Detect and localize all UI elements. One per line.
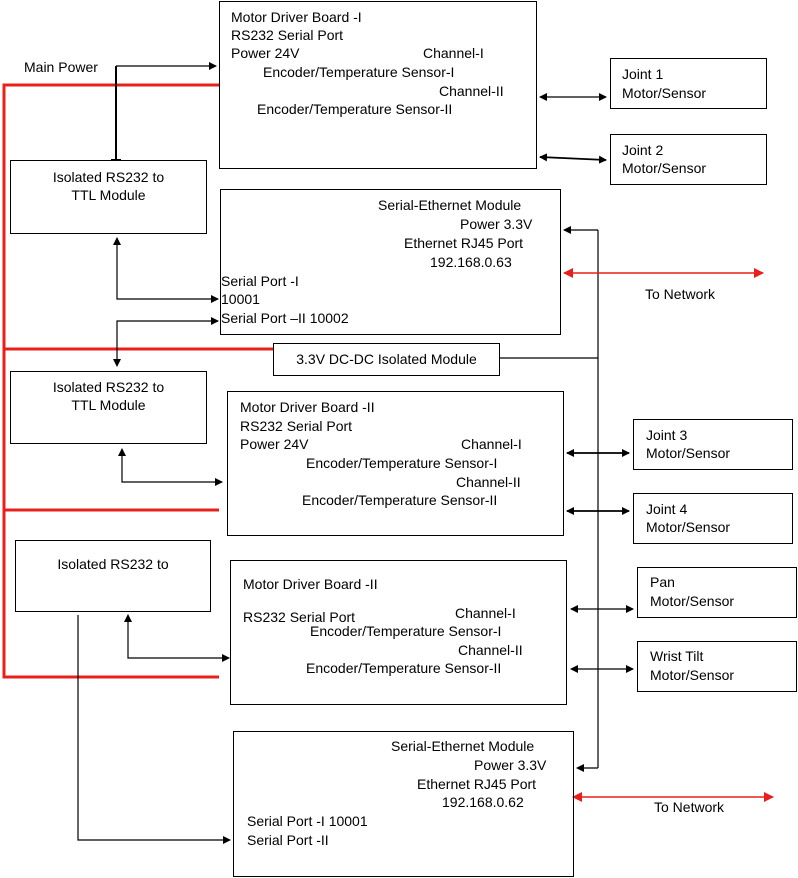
se1-to-iso2-link xyxy=(113,317,219,367)
se2-title: Serial-Ethernet Module xyxy=(391,738,535,754)
mdb1-encoder-2: Encoder/Temperature Sensor-II xyxy=(257,101,453,117)
mdb2-channel-1: Channel-I xyxy=(461,436,522,452)
wrist-tilt-joint-name: Wrist Tilt xyxy=(650,648,704,664)
se1-serial-2: Serial Port –II 10002 xyxy=(221,310,349,326)
iso1-line-2: TTL Module xyxy=(71,187,146,203)
joint-2-name: Joint 2 xyxy=(622,142,664,158)
iso2-to-mdb2-link xyxy=(118,448,223,486)
joint2-link xyxy=(539,153,607,164)
dcdc-isolated-module xyxy=(273,343,500,376)
mdb3-encoder-2: Encoder/Temperature Sensor-II xyxy=(306,660,502,676)
se1-serial-1: Serial Port -I xyxy=(221,273,299,289)
mdb1-encoder-1: Encoder/Temperature Sensor-I xyxy=(263,64,455,80)
se1-serial-1-port: 10001 xyxy=(221,291,260,307)
pan-joint-box xyxy=(637,567,797,618)
iso3-to-mdb3-link xyxy=(124,614,230,662)
se2-power: Power 3.3V xyxy=(474,757,547,773)
serial-ethernet-module-2 xyxy=(233,731,574,877)
mdb1-channel-2: Channel-II xyxy=(439,83,504,99)
mdb1-power: Power 24V xyxy=(231,45,300,61)
isolated-rs232-module-3 xyxy=(15,540,211,612)
joint-4-box xyxy=(633,493,793,544)
joint-2-box xyxy=(610,134,767,185)
mdb2-title: Motor Driver Board -II xyxy=(240,399,375,415)
mdb3-title: Motor Driver Board -II xyxy=(243,576,378,592)
mdb3-serial: RS232 Serial Port xyxy=(243,609,356,625)
se2-serial-1: Serial Port -I 10001 xyxy=(247,813,368,829)
iso3-line-1: Isolated RS232 to xyxy=(57,556,169,572)
joint-1-name: Joint 1 xyxy=(622,66,664,82)
mdb3-channel-1: Channel-I xyxy=(455,605,516,621)
mdb2-serial: RS232 Serial Port xyxy=(240,418,353,434)
mdb3-channel-2: Channel-II xyxy=(458,642,523,658)
network-links xyxy=(563,268,774,802)
wrist-tilt-joint-type: Motor/Sensor xyxy=(650,667,735,683)
joint-3-name: Joint 3 xyxy=(646,427,688,443)
iso2-line-2: TTL Module xyxy=(71,397,146,413)
se2-serial-2: Serial Port -II xyxy=(247,832,329,848)
mdb1-title: Motor Driver Board -I xyxy=(231,9,362,25)
joint-1-type: Motor/Sensor xyxy=(622,85,707,101)
joint-2-type: Motor/Sensor xyxy=(622,160,707,176)
pan-joint-type: Motor/Sensor xyxy=(650,593,735,609)
dcdc-label: 3.3V DC-DC Isolated Module xyxy=(296,351,477,367)
motor-driver-board-1 xyxy=(219,1,537,169)
motor-driver-board-3 xyxy=(230,560,567,705)
to-network-label-1: To Network xyxy=(645,286,716,302)
mdb1-channel-1: Channel-I xyxy=(423,45,484,61)
se1-title: Serial-Ethernet Module xyxy=(378,197,522,213)
isolated-rs232-module-1 xyxy=(10,160,207,234)
se1-port: Ethernet RJ45 Port xyxy=(404,235,524,251)
iso3-to-se2-link xyxy=(77,615,231,844)
to-network-label-2: To Network xyxy=(654,799,725,815)
main-power-feed xyxy=(111,62,217,161)
serial-links xyxy=(77,237,231,844)
se1-power: Power 3.3V xyxy=(460,216,533,232)
iso1-line-1: Isolated RS232 to xyxy=(52,169,165,185)
isolated-rs232-module-2 xyxy=(10,371,207,444)
joint-1-box xyxy=(610,58,767,109)
wrist-tilt-joint-box xyxy=(637,641,797,692)
joint-4-name: Joint 4 xyxy=(646,501,688,517)
iso1-to-se1-link xyxy=(113,237,219,303)
joint-4-type: Motor/Sensor xyxy=(646,519,731,535)
se2-port: Ethernet RJ45 Port xyxy=(417,776,537,792)
main-power-label: Main Power xyxy=(24,59,98,75)
mdb2-encoder-1: Encoder/Temperature Sensor-I xyxy=(306,455,498,471)
mdb1-serial: RS232 Serial Port xyxy=(231,27,344,43)
se1-ip: 192.168.0.63 xyxy=(430,254,512,270)
se2-ip: 192.168.0.62 xyxy=(442,794,524,810)
mdb2-power: Power 24V xyxy=(240,436,309,452)
serial-ethernet-module-1 xyxy=(220,189,561,335)
mdb3-encoder-1: Encoder/Temperature Sensor-I xyxy=(310,623,502,639)
motor-driver-board-2 xyxy=(227,391,564,536)
mdb2-encoder-2: Encoder/Temperature Sensor-II xyxy=(302,492,498,508)
joint-3-type: Motor/Sensor xyxy=(646,445,731,461)
pan-joint-name: Pan xyxy=(650,574,675,590)
joint-3-box xyxy=(633,419,793,470)
dcdc-power-lines xyxy=(500,226,599,772)
power-bus-vertical xyxy=(2,83,219,679)
iso2-line-1: Isolated RS232 to xyxy=(52,379,165,395)
joint-links xyxy=(539,93,634,673)
mdb2-channel-2: Channel-II xyxy=(456,474,521,490)
